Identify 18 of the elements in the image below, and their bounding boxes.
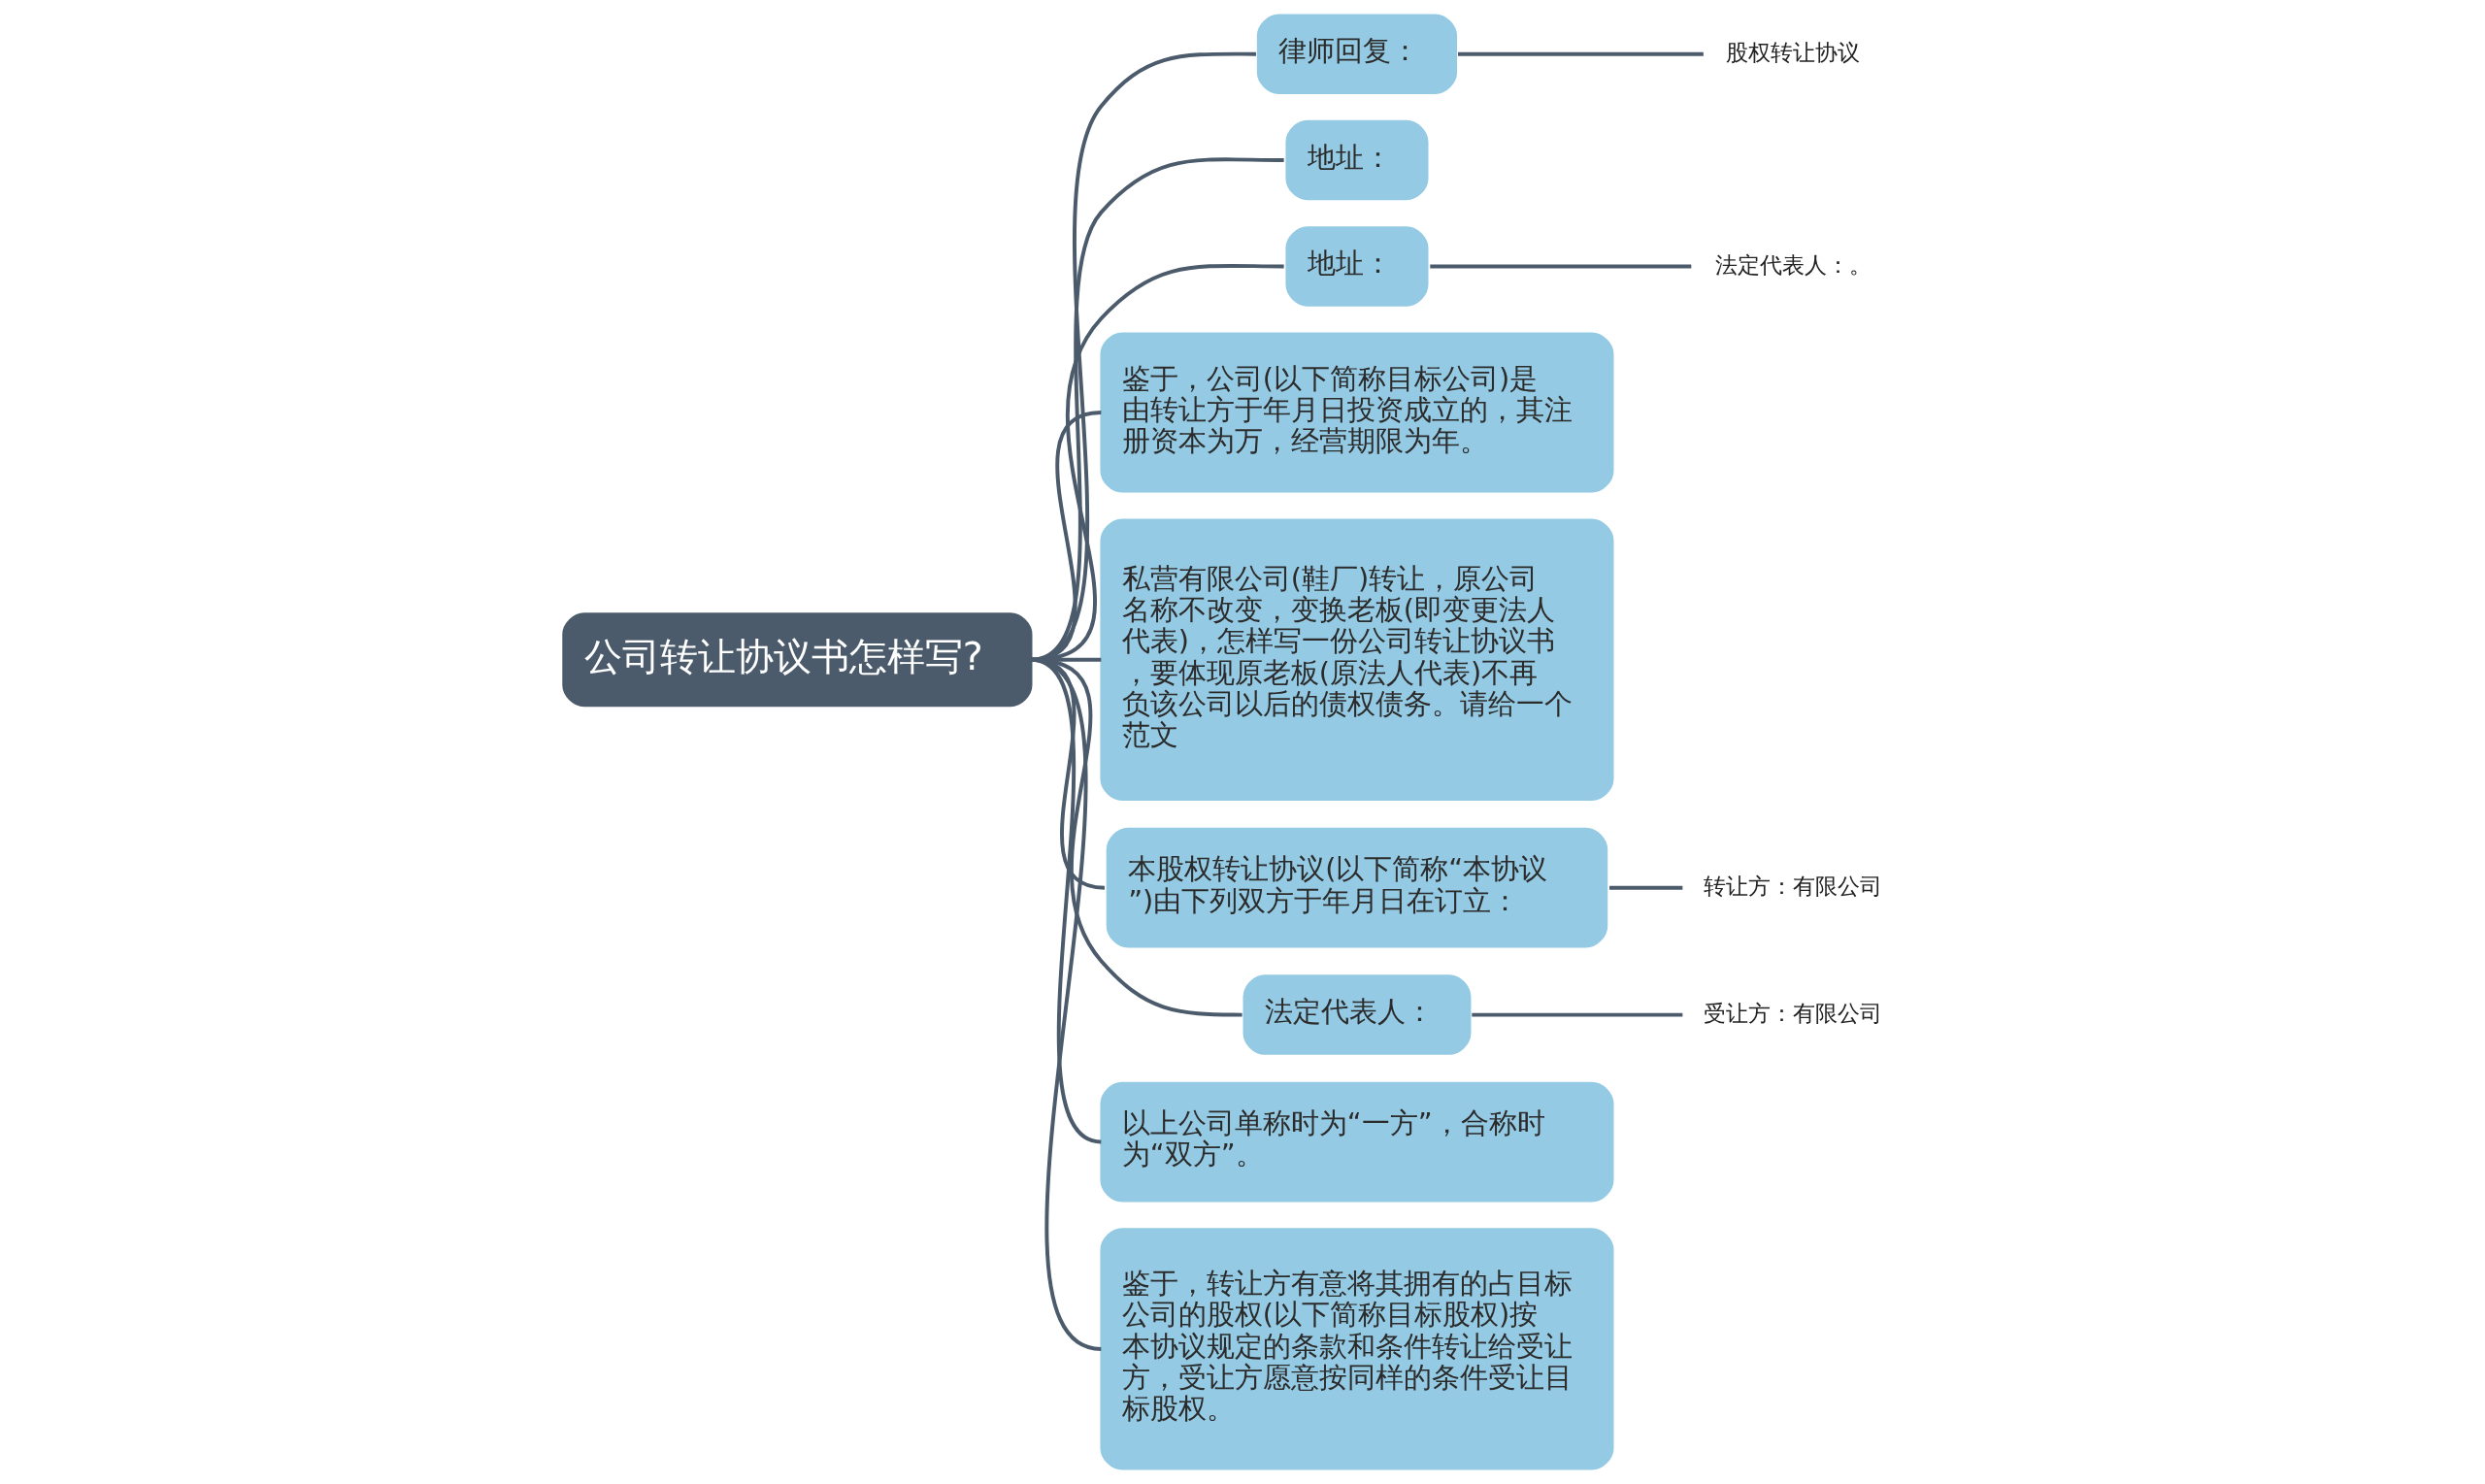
node-text: 受让方：有限公司 — [1703, 999, 1882, 1026]
node-box: 律师回复： — [1256, 14, 1457, 94]
node-box: 地址： — [1284, 226, 1428, 307]
connector — [1471, 1012, 1682, 1017]
node-box: 法定代表人： — [1242, 974, 1471, 1055]
node-box: 鉴于，公司(以下简称目标公司)是由转让方于年月日投资成立的，其注册资本为万，经营期限为年。 — [1099, 332, 1613, 493]
connector — [1608, 885, 1682, 890]
node-box: 本股权转让协议(以下简称“本协议”)由下列双方于年月日在订立： — [1106, 827, 1607, 948]
connector — [1429, 264, 1691, 269]
node-text: 股权转让协议 — [1725, 38, 1860, 65]
node-text: 法定代表人：。 — [1714, 250, 1872, 278]
node-text: 转让方：有限公司 — [1703, 872, 1882, 899]
node-box: 鉴于，转让方有意将其拥有的占目标公司的股权(以下简称目标股权)按本协议规定的条款和条件转让给受让方，受让方愿意按同样的条件受让目标股权。 — [1099, 1228, 1613, 1470]
node-box: 私营有限公司(鞋厂)转让，原公司名称不改变，变换老板(即变更法人代表)，怎样写一份公司转让协议书，要体现原老板(原法人代表)不再负该公司以后的债权债务。请给一个范文 — [1099, 518, 1613, 802]
node-box: 地址： — [1284, 119, 1428, 201]
node-box: 公司转让协议书怎样写? — [561, 612, 1032, 708]
node-box: 以上公司单称时为“一方”，合称时为“双方”。 — [1099, 1081, 1613, 1203]
connector — [1457, 51, 1704, 56]
